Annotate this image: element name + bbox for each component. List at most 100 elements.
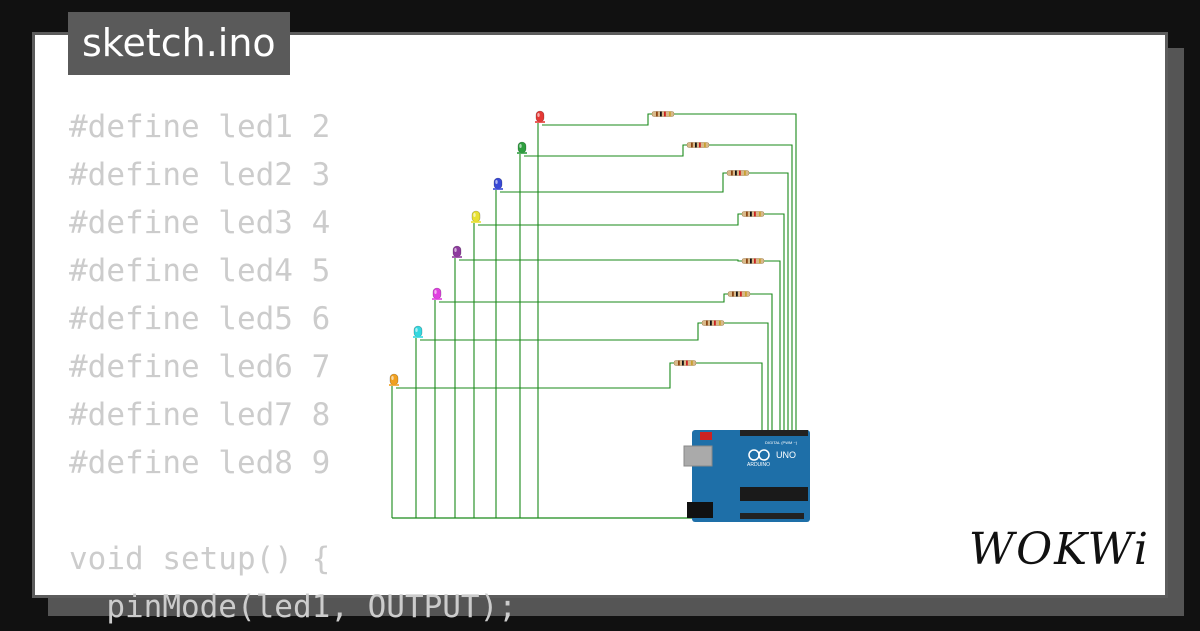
led-body <box>471 210 481 223</box>
resistor-band <box>759 211 761 217</box>
led <box>452 245 462 258</box>
led-signal-wire <box>524 144 793 432</box>
wokwi-logo: WOKWi <box>968 524 1150 575</box>
led-rim <box>471 221 481 223</box>
led-signal-wire <box>420 322 769 432</box>
code-line: #define led4 5 <box>69 253 331 289</box>
led-body <box>517 141 527 154</box>
led-body <box>452 245 462 258</box>
led-body <box>389 373 399 386</box>
resistor <box>651 111 675 117</box>
resistor-band <box>745 291 747 297</box>
resistor <box>741 258 765 264</box>
resistor-band <box>695 142 697 148</box>
led <box>389 373 399 386</box>
code-line: #define led1 2 <box>69 109 331 145</box>
resistor-band <box>714 320 716 326</box>
code-line: void setup() { <box>69 541 331 577</box>
code-line: #define led5 6 <box>69 301 331 337</box>
sketch-filename-tab[interactable]: sketch.ino <box>68 12 290 75</box>
led-body <box>432 287 442 300</box>
resistor <box>701 320 725 326</box>
resistor-band <box>664 111 666 117</box>
led-signal-wire <box>439 293 773 432</box>
led-rim <box>452 256 462 258</box>
resistor-band <box>682 360 684 366</box>
resistor-band <box>699 142 701 148</box>
led-body <box>413 325 423 338</box>
led-body <box>493 177 503 190</box>
code-line: #define led6 7 <box>69 349 331 385</box>
resistor-band <box>710 320 712 326</box>
led-highlight <box>415 328 418 332</box>
resistor-band <box>750 258 752 264</box>
led-rim <box>413 336 423 338</box>
led-highlight <box>537 113 540 117</box>
resistor-band <box>656 111 658 117</box>
power-jack <box>687 502 713 518</box>
usb-connector <box>683 445 713 467</box>
led-rim <box>517 152 527 154</box>
resistor-band <box>744 170 746 176</box>
resistor-band <box>740 291 742 297</box>
code-line: #define led3 4 <box>69 205 331 241</box>
led <box>535 110 545 123</box>
resistor-band <box>759 258 761 264</box>
led <box>432 287 442 300</box>
led-highlight <box>434 290 437 294</box>
led-highlight <box>391 376 394 380</box>
resistor-band <box>691 360 693 366</box>
resistor-band <box>746 211 748 217</box>
led-signal-wire <box>500 172 789 432</box>
resistor-band <box>750 211 752 217</box>
resistor-band <box>735 170 737 176</box>
led <box>517 141 527 154</box>
resistor-band <box>754 258 756 264</box>
led-highlight <box>495 180 498 184</box>
board-model-label: UNO <box>776 450 796 460</box>
analog-header <box>740 513 804 519</box>
digital-header <box>740 430 808 436</box>
led-signal-wire <box>396 362 763 432</box>
code-line: #define led2 3 <box>69 157 331 193</box>
led-signal-wire <box>542 113 797 432</box>
resistor-band <box>731 170 733 176</box>
resistor <box>741 211 765 217</box>
code-line: pinMode(led1, OUTPUT); <box>69 589 517 625</box>
led-highlight <box>473 213 476 217</box>
led-rim <box>535 121 545 123</box>
resistor-band <box>739 170 741 176</box>
resistor-band <box>732 291 734 297</box>
resistor <box>673 360 697 366</box>
code-line: #define led7 8 <box>69 397 331 433</box>
led-rim <box>493 188 503 190</box>
reset-button <box>700 432 712 440</box>
resistor <box>726 170 750 176</box>
resistor-band <box>686 360 688 366</box>
board-brand-label: ARDUINO <box>747 462 770 468</box>
led <box>493 177 503 190</box>
wires <box>391 113 797 519</box>
led-body <box>535 110 545 123</box>
code-line: #define led8 9 <box>69 445 331 481</box>
resistor-band <box>678 360 680 366</box>
resistor-band <box>746 258 748 264</box>
digital-pins-label: DIGITAL (PWM ~) <box>765 440 798 445</box>
led-rim <box>389 384 399 386</box>
resistor-band <box>669 111 671 117</box>
arduino-uno-board[interactable]: UNO ARDUINO DIGITAL (PWM ~) <box>683 430 810 522</box>
resistors <box>651 111 765 366</box>
atmega-chip <box>740 487 808 501</box>
resistor-band <box>706 320 708 326</box>
resistor-band <box>691 142 693 148</box>
led-signal-wire <box>459 259 781 432</box>
code-editor: #define led1 2 #define led2 3 #define led3… <box>69 103 517 631</box>
resistor-band <box>660 111 662 117</box>
resistor-band <box>736 291 738 297</box>
preview-card: #define led1 2 #define led2 3 #define led3… <box>32 32 1168 625</box>
leds <box>389 110 545 386</box>
resistor <box>686 142 710 148</box>
resistor-band <box>754 211 756 217</box>
led-highlight <box>519 144 522 148</box>
